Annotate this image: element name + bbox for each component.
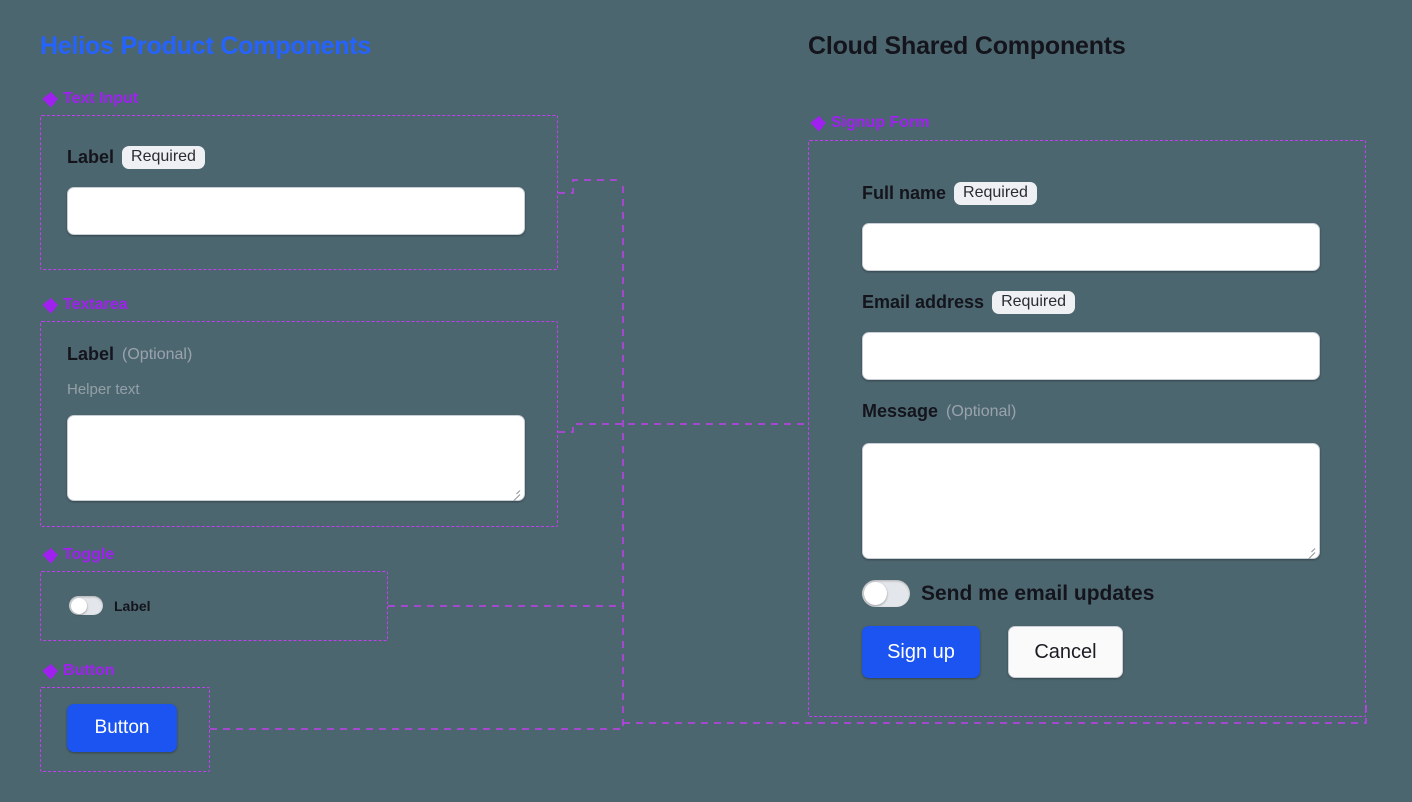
connector-text-input (558, 179, 623, 194)
status-badge-required: Required (122, 146, 205, 169)
component-diamond-icon (42, 91, 58, 107)
helper-text: Helper text (67, 381, 140, 398)
page-title-left: Helios Product Components (40, 32, 372, 60)
group-name: Text Input (63, 90, 139, 107)
component-diamond-icon (810, 115, 826, 131)
component-frame-text-input (40, 115, 558, 270)
group-label-textarea: Textarea (42, 296, 128, 314)
component-diamond-icon (42, 547, 58, 563)
toggle-label: Send me email updates (921, 581, 1155, 605)
group-name: Textarea (63, 296, 128, 313)
email-updates-toggle-row: Send me email updates (862, 580, 1154, 607)
message-label-row: Message (Optional) (862, 401, 1016, 422)
field-label: Label (67, 147, 115, 167)
field-label: Email address (862, 292, 985, 312)
demo-button[interactable]: Button (67, 704, 177, 752)
status-badge-optional: (Optional) (946, 402, 1017, 420)
toggle-label: Label (114, 597, 151, 614)
toggle-knob (864, 582, 887, 605)
component-frame-signup-form (808, 140, 1366, 717)
field-label: Label (67, 344, 115, 364)
email-updates-toggle[interactable] (862, 580, 910, 607)
group-label-toggle: Toggle (42, 546, 115, 564)
component-diamond-icon (42, 297, 58, 313)
text-input-label-row: Label Required (67, 146, 205, 169)
field-label: Message (862, 401, 939, 421)
group-label-signup-form: Signup Form (810, 114, 930, 132)
full-name-input[interactable] (862, 223, 1320, 271)
signup-actions: Sign up Cancel (862, 626, 1123, 678)
group-name: Button (63, 662, 115, 679)
status-badge-required: Required (992, 291, 1075, 314)
email-address-input[interactable] (862, 332, 1320, 380)
toggle-row: Label (69, 596, 151, 615)
component-frame-textarea (40, 321, 558, 527)
group-name: Toggle (63, 546, 115, 563)
full-name-label-row: Full name Required (862, 182, 1037, 205)
component-frame-toggle (40, 571, 388, 641)
group-label-text-input: Text Input (42, 90, 139, 108)
status-badge-optional: (Optional) (122, 345, 193, 363)
group-name: Signup Form (831, 114, 930, 131)
component-diamond-icon (42, 663, 58, 679)
connector-textarea (558, 423, 808, 433)
group-label-button: Button (42, 662, 115, 680)
textarea-label-row: Label (Optional) (67, 344, 192, 365)
cancel-button[interactable]: Cancel (1008, 626, 1123, 678)
message-textarea[interactable] (862, 443, 1320, 560)
field-label: Full name (862, 183, 947, 203)
toggle-switch[interactable] (69, 596, 103, 615)
toggle-knob (70, 597, 87, 614)
sign-up-button[interactable]: Sign up (862, 626, 980, 678)
email-address-label-row: Email address Required (862, 291, 1075, 314)
page-title-right: Cloud Shared Components (808, 32, 1126, 60)
component-frame-button (40, 687, 210, 772)
status-badge-required: Required (954, 182, 1037, 205)
